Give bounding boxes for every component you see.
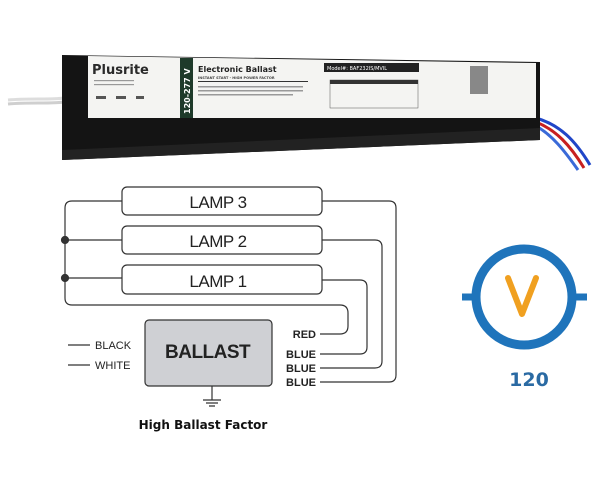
diagram-caption: High Ballast Factor	[139, 418, 268, 432]
model-number: Model#: BAF232IS/MVIL	[327, 66, 387, 72]
lamp-1	[121, 264, 323, 295]
lamp-3-label: LAMP 3	[189, 193, 246, 212]
lamp2-blue-wire	[320, 239, 383, 369]
blue-wire-label: BLUE	[286, 377, 316, 389]
product-subtitle: INSTANT START - HIGH POWER FACTOR	[198, 76, 275, 80]
red-wire	[64, 200, 349, 335]
input-wire-lines	[68, 344, 90, 366]
wiring-diagram	[60, 186, 397, 407]
lamp3-blue-wire	[320, 200, 397, 383]
lamp1-blue-wire	[320, 279, 368, 355]
brand-name: Plusrite	[92, 63, 149, 78]
junction-dot	[60, 273, 70, 283]
voltage-value: 120	[509, 369, 549, 391]
red-wire-label: RED	[293, 329, 316, 341]
ballast-label: BALLAST	[165, 342, 251, 363]
blue-wire-label: BLUE	[286, 349, 316, 361]
lamp-1-label: LAMP 1	[189, 272, 246, 291]
v-letter-icon	[505, 275, 539, 317]
ground-icon	[203, 386, 221, 407]
voltage-range: 120-277 V	[183, 67, 192, 114]
lamp-2	[121, 225, 323, 255]
lamp-3	[121, 186, 323, 216]
white-wire-label: WHITE	[95, 360, 130, 372]
junction-dot	[60, 235, 70, 245]
lamp-2-label: LAMP 2	[189, 232, 246, 251]
ballast-box	[144, 319, 273, 387]
black-wire-label: BLACK	[95, 340, 132, 352]
ballast-product-photo: Plusrite 120-277 V Electronic Ballast IN…	[7, 55, 592, 171]
blue-wire-label: BLUE	[286, 363, 316, 375]
product-title: Electronic Ballast	[198, 65, 277, 74]
voltmeter-icon: 120	[462, 244, 587, 391]
